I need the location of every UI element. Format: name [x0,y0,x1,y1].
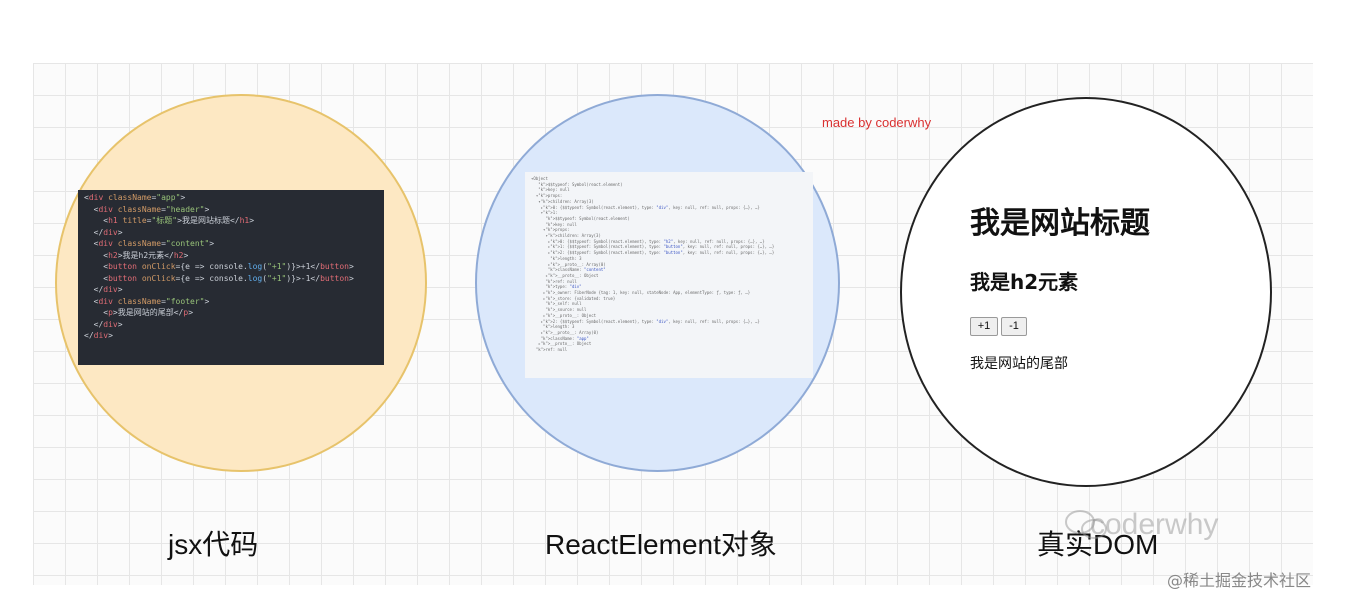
object-dump-line: "k">$$typeof: Symbol(react.element) [538,181,623,187]
object-dump-line: ▸"k">__proto__: Object [531,312,597,318]
jsx-code-line: <p>我是网站的尾部</p> [84,308,194,317]
object-dump-line: "k">_source: null [545,307,587,313]
object-dump-line: ▾"k">1: [531,210,558,216]
object-dump-line: "k">length: 3 [543,324,575,330]
jsx-code-line: </div> [84,319,123,329]
object-dump-line: "k">className: "app" [540,335,589,341]
dom-h2-element: 我是h2元素 [970,270,1079,294]
caption-react-element: ReactElement对象 [545,529,777,560]
object-dump-line: "k">_self: null [545,301,582,307]
object-dump-line: ▾"k">children: Array(3) [531,198,594,204]
jsx-code-line: <div className="header"> [84,204,210,214]
made-by-annotation: made by coderwhy [822,115,932,130]
object-dump-line: ▾Object [531,176,548,181]
caption-jsx: jsx代码 [168,529,259,560]
object-dump-line: ▾"k">props: [531,193,563,199]
object-dump-line: ▸"k">0: {$$typeof: Symbol(react.element)… [531,238,765,244]
object-dump-line: ▸"k">1: {$$typeof: Symbol(react.element)… [531,244,775,250]
real-dom-circle [900,97,1272,487]
object-dump-line: "k">type: "div" [545,284,582,290]
object-dump-line: ▸"k">2: {$$typeof: Symbol(react.element)… [531,250,775,256]
object-dump-line: "k">ref: null [545,278,577,284]
object-dump-line: "k">key: null [538,187,570,193]
caption-real-dom: 真实DOM [1037,529,1159,560]
dom-page-title: 我是网站标题 [970,206,1150,241]
coderwhy-watermark: coderwhy [1090,508,1219,541]
jsx-code-line: </div> [84,227,123,237]
object-dump-line: ▸"k">_owner: FiberNode {tag: 1, key: nul… [531,290,751,296]
jsx-code-line: <div className="content"> [84,239,215,248]
object-dump-line: ▸"k">__proto__: Object [531,341,592,347]
object-dump-line: ▾"k">children: Array(3) [531,233,601,239]
jsx-code-line: </div> [84,285,123,294]
jsx-code-line: </div> [84,331,113,340]
jsx-code-line: <div className="app"> [84,193,186,202]
wechat-logo-icon [1065,510,1107,539]
dom-footer-text: 我是网站的尾部 [970,356,1068,372]
object-dump-line: "k">length: 3 [550,255,582,261]
jsx-code-line: <h1 title="标题">我是网站标题</h1> [84,216,255,225]
object-dump-line: ▾"k">props: [531,227,570,233]
react-element-object-dump: ▾Object "k">$$typeof: Symbol(react.eleme… [525,172,813,378]
object-dump-line: ▸"k">__proto__: Object [531,272,599,278]
object-dump-line: ▸"k">_store: {validated: true} [531,295,616,301]
object-dump-line: ▸"k">__proto__: Array(0) [531,261,606,267]
minus-one-button[interactable]: -1 [1001,317,1027,336]
jsx-code-block: <div className="app"> <div className="he… [78,190,384,365]
object-dump-line: "k">key: null [545,221,577,227]
jsx-code-line: <button onClick={e => console.log("+1")}… [84,273,354,283]
object-dump-line: ▸"k">0: {$$typeof: Symbol(react.element)… [531,204,760,210]
object-dump-line: "k">$$typeof: Symbol(react.element) [545,215,630,221]
jsx-code-line: <h2>我是h2元素</h2> [84,250,189,260]
object-dump-line: "k">ref: null [535,347,568,353]
object-dump-line: ▸"k">__proto__: Array(0) [531,329,599,335]
object-dump-line: ▸"k">2: {$$typeof: Symbol(react.element)… [531,318,760,324]
object-dump-line: "k">className: "content" [547,267,606,273]
jsx-code-line: <button onClick={e => console.log("+1")}… [84,262,354,271]
juejin-watermark: @稀土掘金技术社区 [1167,571,1312,590]
jsx-code-line: <div className="footer"> [84,296,210,306]
plus-one-button[interactable]: +1 [970,317,998,336]
